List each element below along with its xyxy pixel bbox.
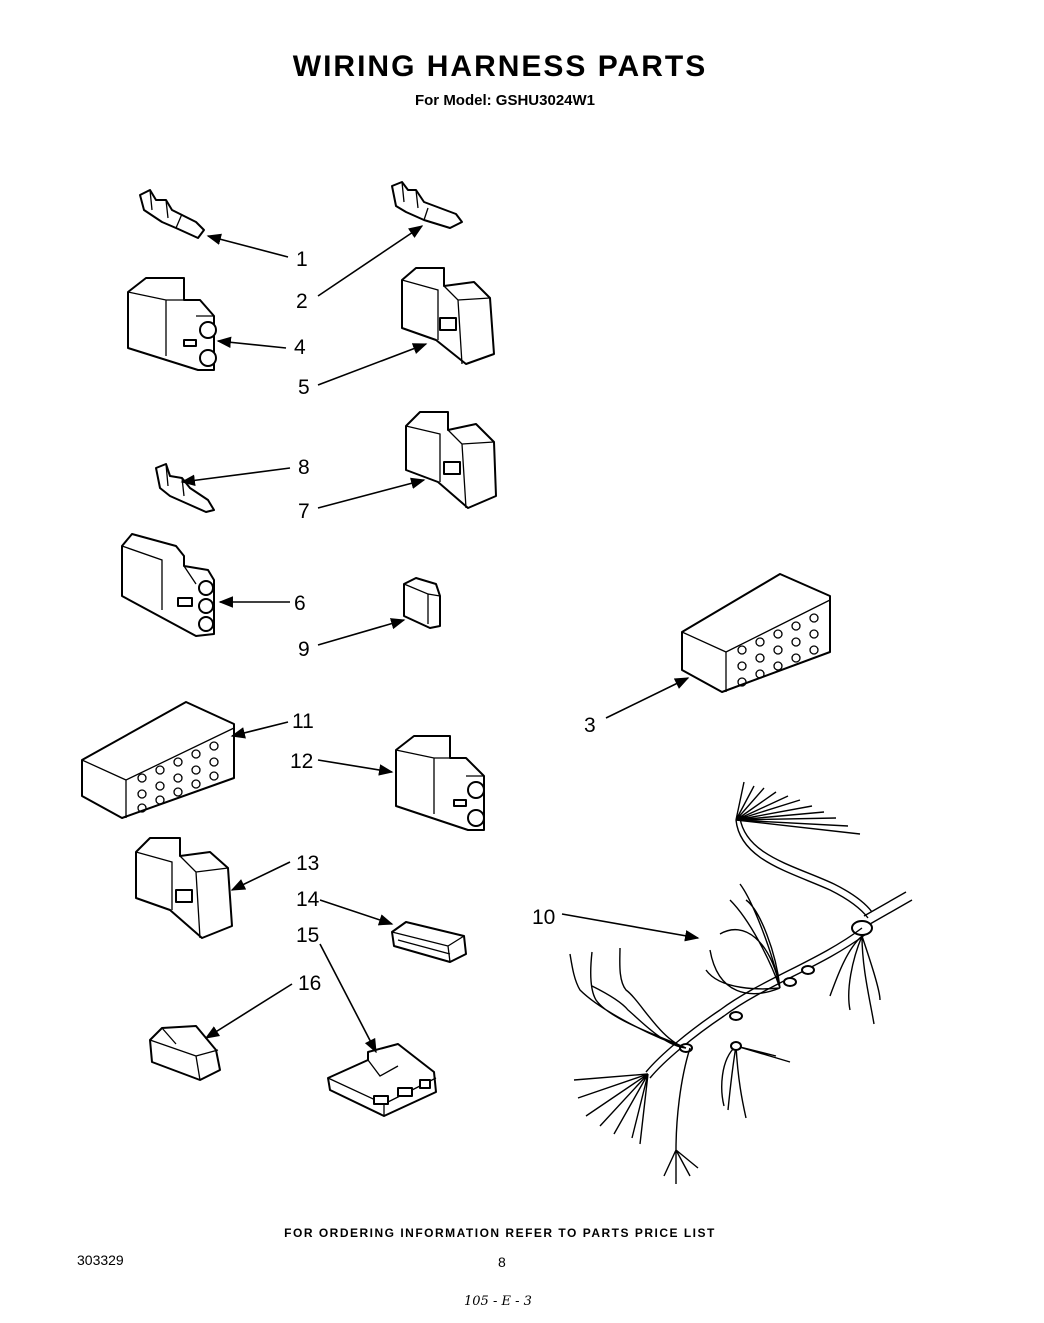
part-12-connector [395,735,485,831]
label-part-3: 3 [584,714,596,737]
part-13-housing [135,837,233,939]
part-2-terminal [391,181,463,229]
label-part-13: 13 [296,852,319,875]
label-part-10: 10 [532,906,555,929]
label-part-2: 2 [296,290,308,313]
part-7-housing [405,411,497,509]
page-title: WIRING HARNESS PARTS [292,50,708,83]
label-part-8: 8 [298,456,310,479]
ordering-note: FOR ORDERING INFORMATION REFER TO PARTS … [284,1226,716,1240]
label-part-12: 12 [290,750,313,773]
label-part-5: 5 [298,376,310,399]
part-3-block [681,573,831,693]
document-number: 303329 [77,1252,124,1268]
part-8-terminal [155,463,215,513]
label-part-16: 16 [298,972,321,995]
label-part-14: 14 [296,888,320,911]
page-number: 8 [498,1254,506,1270]
label-part-6: 6 [294,592,306,615]
label-part-11: 11 [292,710,314,733]
handwritten-note: 105 - E - 3 [464,1294,532,1309]
part-number-labels: 1 2 3 4 5 6 7 8 9 10 11 12 13 14 15 16 [290,248,596,995]
part-15-plate [327,1043,437,1117]
label-part-15: 15 [296,924,319,947]
label-part-1: 1 [296,248,308,271]
part-11-block [81,701,235,819]
part-10-harness [569,781,913,1184]
label-part-4: 4 [294,336,306,359]
part-6-connector [121,533,215,637]
model-subtitle: For Model: GSHU3024W1 [414,92,596,109]
part-5-housing [401,267,495,365]
part-14-clip [391,921,467,963]
part-1-terminal [139,189,205,239]
part-16-clip [149,1025,221,1081]
label-part-7: 7 [298,500,310,523]
part-9-connector [403,577,441,629]
part-4-connector [127,277,217,371]
leader-lines [180,225,700,1054]
label-part-9: 9 [298,638,310,661]
